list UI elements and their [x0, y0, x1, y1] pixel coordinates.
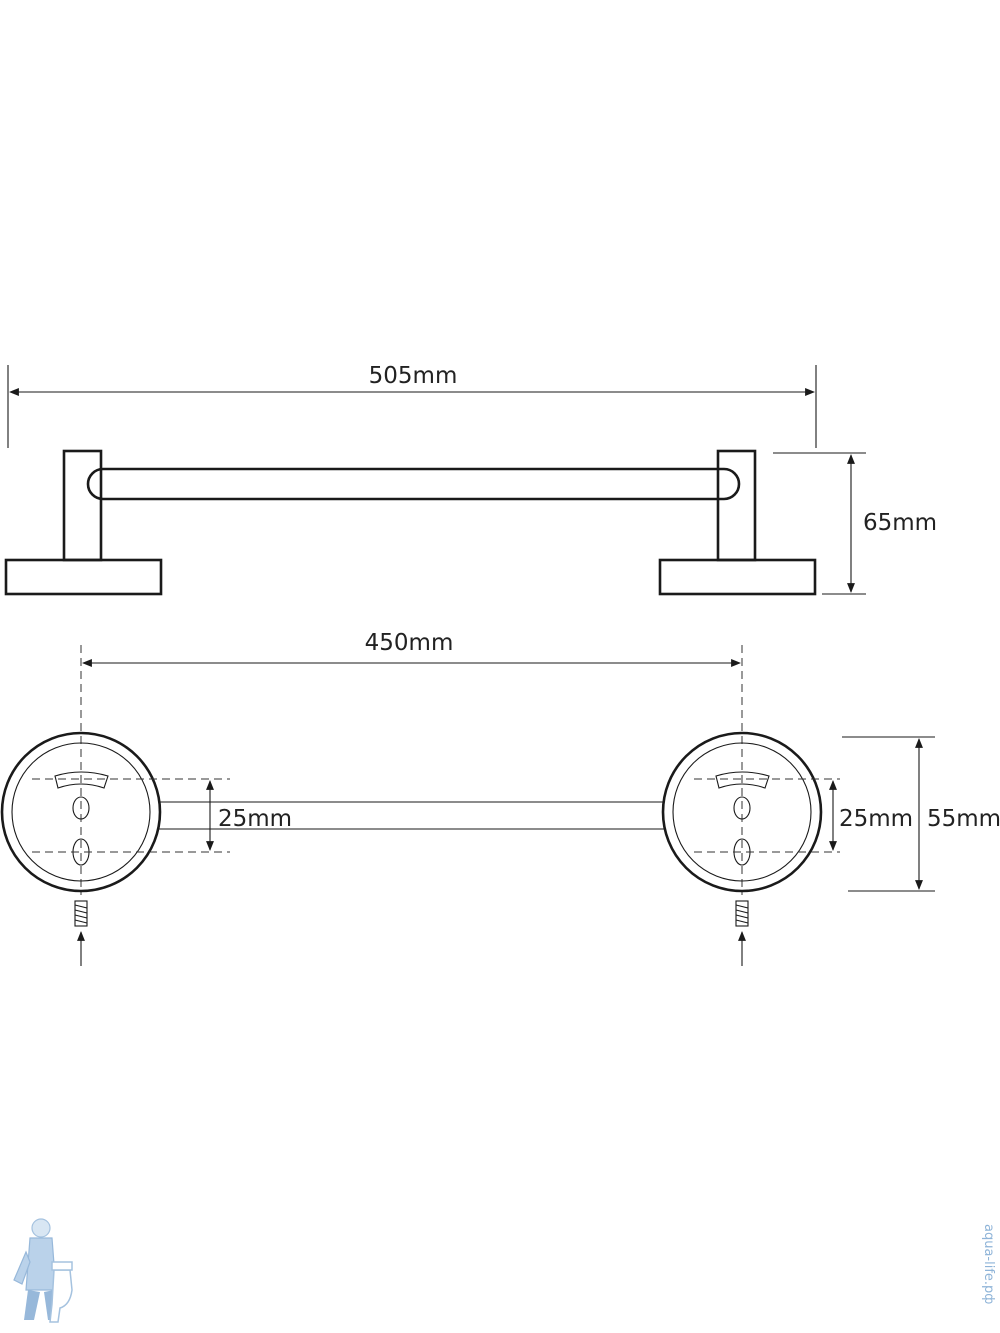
base-diameter-label: 55mm — [927, 806, 1000, 832]
overall-length-label: 505mm — [369, 363, 458, 389]
right-hole-spacing-label: 25mm — [839, 806, 913, 832]
towel-bar — [86, 467, 741, 501]
right-keyhole-slot — [715, 771, 770, 789]
left-hole-spacing-label: 25mm — [218, 806, 292, 832]
side-view: 505mm 65mm — [4, 363, 937, 596]
right-rosette-inner — [672, 742, 812, 882]
right-base-plate — [658, 558, 817, 596]
left-rosette-outer — [0, 731, 162, 893]
left-post — [62, 449, 103, 562]
left-screw-icon — [74, 900, 88, 927]
right-upper-hole — [733, 796, 751, 820]
watermark-site-text: aqua-life.рф — [981, 1224, 996, 1304]
right-rosette-outer — [661, 731, 823, 893]
mount-spacing-label: 450mm — [365, 630, 454, 656]
height-label: 65mm — [863, 510, 937, 536]
plumber-mascot-icon — [13, 1218, 73, 1323]
right-screw-icon — [735, 900, 749, 927]
left-base-plate — [4, 558, 163, 596]
left-rosette-inner — [11, 742, 151, 882]
left-rosette — [0, 731, 162, 893]
front-view: 450mm 25mm 25mm — [0, 630, 1000, 966]
left-upper-hole — [72, 796, 90, 820]
right-post — [716, 449, 757, 562]
left-keyhole-slot — [54, 771, 109, 789]
